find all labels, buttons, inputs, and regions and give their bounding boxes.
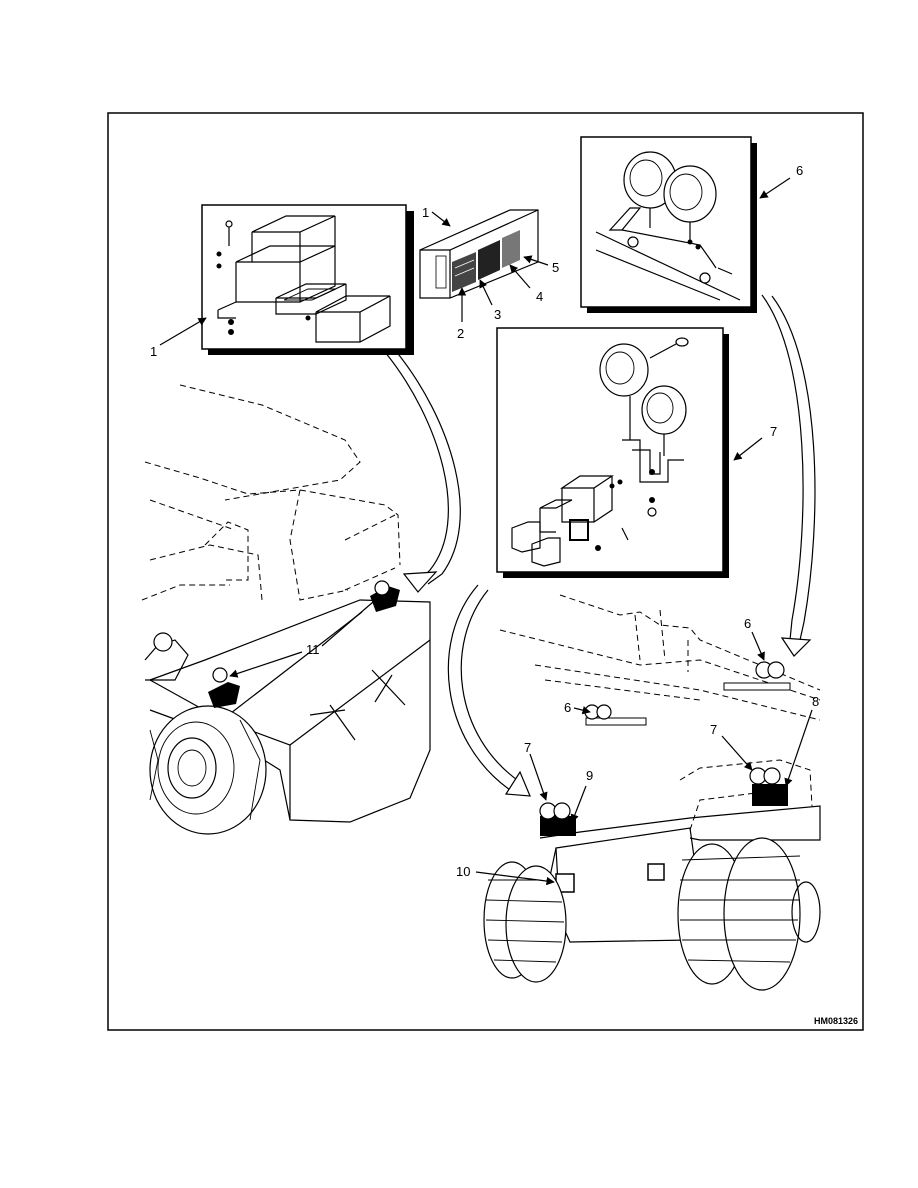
callout-6-inset: 6 bbox=[796, 163, 803, 178]
marker-light-exploded bbox=[419, 209, 539, 299]
callout-7-right: 7 bbox=[710, 722, 717, 737]
callout-10: 10 bbox=[456, 864, 470, 879]
drawing-number: HM081326 bbox=[814, 1016, 858, 1026]
callout-4: 4 bbox=[536, 289, 543, 304]
callout-1-lamp: 1 bbox=[422, 205, 429, 220]
callout-2: 2 bbox=[457, 326, 464, 341]
callout-6-lower: 6 bbox=[564, 700, 571, 715]
figure-frame bbox=[107, 112, 864, 1031]
callout-8: 8 bbox=[812, 694, 819, 709]
callout-1-inset: 1 bbox=[150, 344, 157, 359]
leader-lines bbox=[159, 177, 813, 886]
callout-3: 3 bbox=[494, 307, 501, 322]
inset-floodlight-pair bbox=[580, 136, 757, 313]
inset-marker-light-bracket bbox=[201, 204, 414, 355]
callout-6-upper: 6 bbox=[744, 616, 751, 631]
inset-floodlight-box bbox=[496, 327, 729, 578]
callout-7-inset: 7 bbox=[770, 424, 777, 439]
callout-11: 11 bbox=[306, 642, 320, 657]
transfer-arrows bbox=[384, 294, 816, 797]
callout-9: 9 bbox=[586, 768, 593, 783]
callout-labels: 1 1 2 3 4 5 6 7 6 6 7 7 8 9 10 11 bbox=[150, 163, 819, 879]
vehicle-front-view bbox=[141, 384, 431, 835]
vehicle-rear-view bbox=[483, 594, 821, 991]
callout-7-left: 7 bbox=[524, 740, 531, 755]
callout-5: 5 bbox=[552, 260, 559, 275]
